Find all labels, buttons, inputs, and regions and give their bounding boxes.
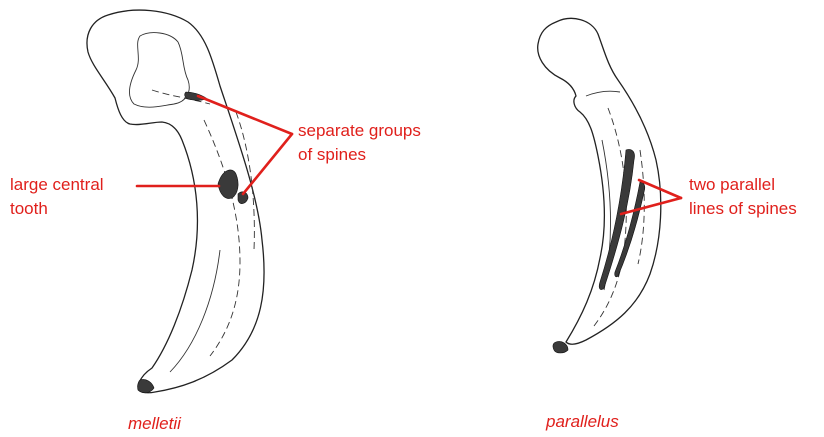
pointer-separate-spines-lower [243,134,292,194]
species-name-parallelus: parallelus [545,412,619,431]
parallelus-drawing [538,18,661,353]
parallelus-tip [553,341,568,353]
label-separate-spines-line1: separate groups [298,121,421,140]
label-parallel-spines-line2: lines of spines [689,199,797,218]
melletii-outline [87,10,264,393]
label-central-tooth-line1: large central [10,175,104,194]
label-separate-spines-line2: of spines [298,145,366,164]
label-central-tooth-line2: tooth [10,199,48,218]
label-parallel-spines-line1: two parallel [689,175,775,194]
melletii-drawing [87,10,264,393]
species-name-melletii: melletii [128,414,182,433]
